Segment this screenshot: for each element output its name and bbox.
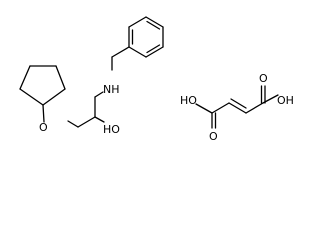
ho-left-label: HO — [180, 94, 197, 107]
ch2-to-o-bond — [67, 120, 79, 128]
ho-to-c1-bond — [195, 103, 213, 114]
choh-to-ch2-bond — [77, 116, 96, 128]
oh-right-label: OH — [277, 94, 294, 107]
n-to-ch2-bond — [94, 91, 104, 98]
o-left-label: O — [209, 130, 218, 143]
ring-to-ch2-bond — [111, 46, 130, 58]
structure-canvas: NH HO O HO O — [19, 16, 294, 143]
o-right-label: O — [259, 72, 268, 85]
o-to-cyclopentyl-bond — [42, 104, 45, 123]
c1-to-c2-bond — [211, 102, 230, 114]
structure-drawing: NH HO O HO O — [19, 16, 294, 143]
choh-to-oh-bond — [94, 116, 105, 123]
cyclopentane-ring — [19, 65, 66, 106]
benzene-ring — [128, 16, 164, 58]
nh-label: NH — [103, 83, 120, 96]
c3-to-c4-bond — [245, 102, 264, 114]
amino-alcohol-molecule: NH HO O — [19, 16, 164, 136]
oh-label: HO — [103, 123, 120, 136]
c2-c3-double-bond — [228, 102, 247, 114]
ether-o-label: O — [39, 121, 48, 134]
c4-to-oh-bond — [262, 94, 279, 104]
fumaric-acid-molecule: HO O O OH — [180, 72, 294, 143]
